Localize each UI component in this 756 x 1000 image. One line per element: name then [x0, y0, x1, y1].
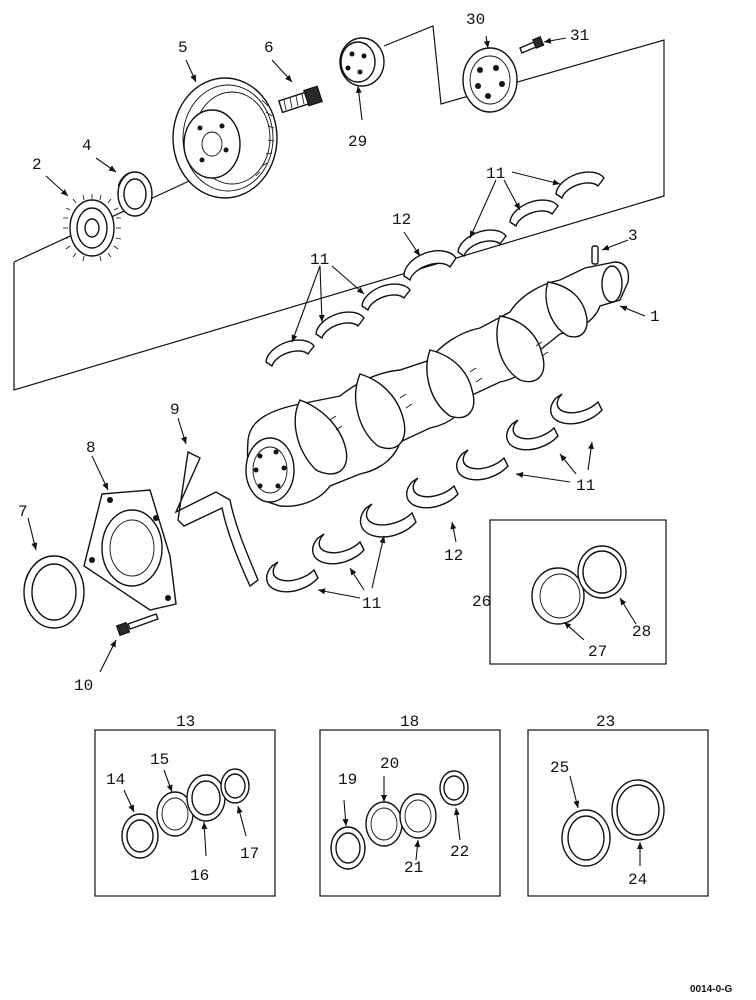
kit-box-13 — [94, 729, 276, 897]
callout-29: 29 — [348, 133, 367, 151]
callout-13: 13 — [176, 713, 195, 731]
crankshaft — [245, 261, 630, 507]
dowel-pin — [591, 245, 599, 265]
callout-1: 1 — [650, 308, 660, 326]
kit-box-26 — [489, 519, 667, 665]
callout-26: 26 — [472, 593, 491, 611]
callout-15: 15 — [150, 751, 169, 769]
callout-24: 24 — [628, 871, 647, 889]
callout-9: 9 — [170, 401, 180, 419]
callout-11-d: 11 — [362, 595, 381, 613]
callout-16: 16 — [190, 867, 209, 885]
callout-14: 14 — [106, 771, 125, 789]
kit-box-18 — [319, 729, 501, 897]
callout-17: 17 — [240, 845, 259, 863]
callout-21: 21 — [404, 859, 423, 877]
callout-5: 5 — [178, 39, 188, 57]
callout-18: 18 — [400, 713, 419, 731]
rear-seal-gasket — [174, 450, 259, 588]
callout-28: 28 — [632, 623, 651, 641]
callout-11-c: 11 — [576, 477, 595, 495]
callout-7: 7 — [18, 503, 28, 521]
callout-11-a: 11 — [310, 251, 329, 269]
rear-oil-seal — [23, 555, 85, 629]
kit-23-rings — [561, 779, 665, 867]
tone-wheel-left — [339, 37, 385, 87]
callout-23: 23 — [596, 713, 615, 731]
callout-11-b: 11 — [486, 165, 505, 183]
kit-13-rings — [121, 768, 250, 859]
callout-31: 31 — [570, 27, 589, 45]
damper-pulley — [172, 77, 278, 199]
callout-3: 3 — [628, 227, 638, 245]
callout-22: 22 — [450, 843, 469, 861]
timing-gear — [62, 194, 122, 262]
callout-4: 4 — [82, 137, 92, 155]
callout-8: 8 — [86, 439, 96, 457]
small-bolt — [519, 36, 545, 54]
callout-30: 30 — [466, 11, 485, 29]
upper-bearing-shells — [265, 171, 605, 368]
kit-26-rings — [531, 545, 627, 625]
leader-arrows — [27, 35, 646, 866]
drawing-code: 0014-0-G — [690, 984, 732, 995]
callout-19: 19 — [338, 771, 357, 789]
kit-18-rings — [330, 770, 469, 870]
callout-12-a: 12 — [392, 211, 411, 229]
retainer-bolt — [115, 613, 159, 637]
callout-labels: 1 2 3 4 5 6 7 8 9 10 11 11 11 11 12 12 1… — [18, 11, 660, 889]
kit-box-23 — [527, 729, 709, 897]
callout-6: 6 — [264, 39, 274, 57]
callout-20: 20 — [380, 755, 399, 773]
lower-bearing-shells — [266, 393, 603, 593]
pulley-bolt — [277, 85, 323, 114]
callout-27: 27 — [588, 643, 607, 661]
callout-2: 2 — [32, 156, 42, 174]
callout-10: 10 — [74, 677, 93, 695]
callout-25: 25 — [550, 759, 569, 777]
callout-12-b: 12 — [444, 547, 463, 565]
flex-plate-right — [462, 47, 518, 113]
rear-seal-retainer — [83, 489, 177, 611]
crank-nose-ring — [117, 171, 153, 217]
